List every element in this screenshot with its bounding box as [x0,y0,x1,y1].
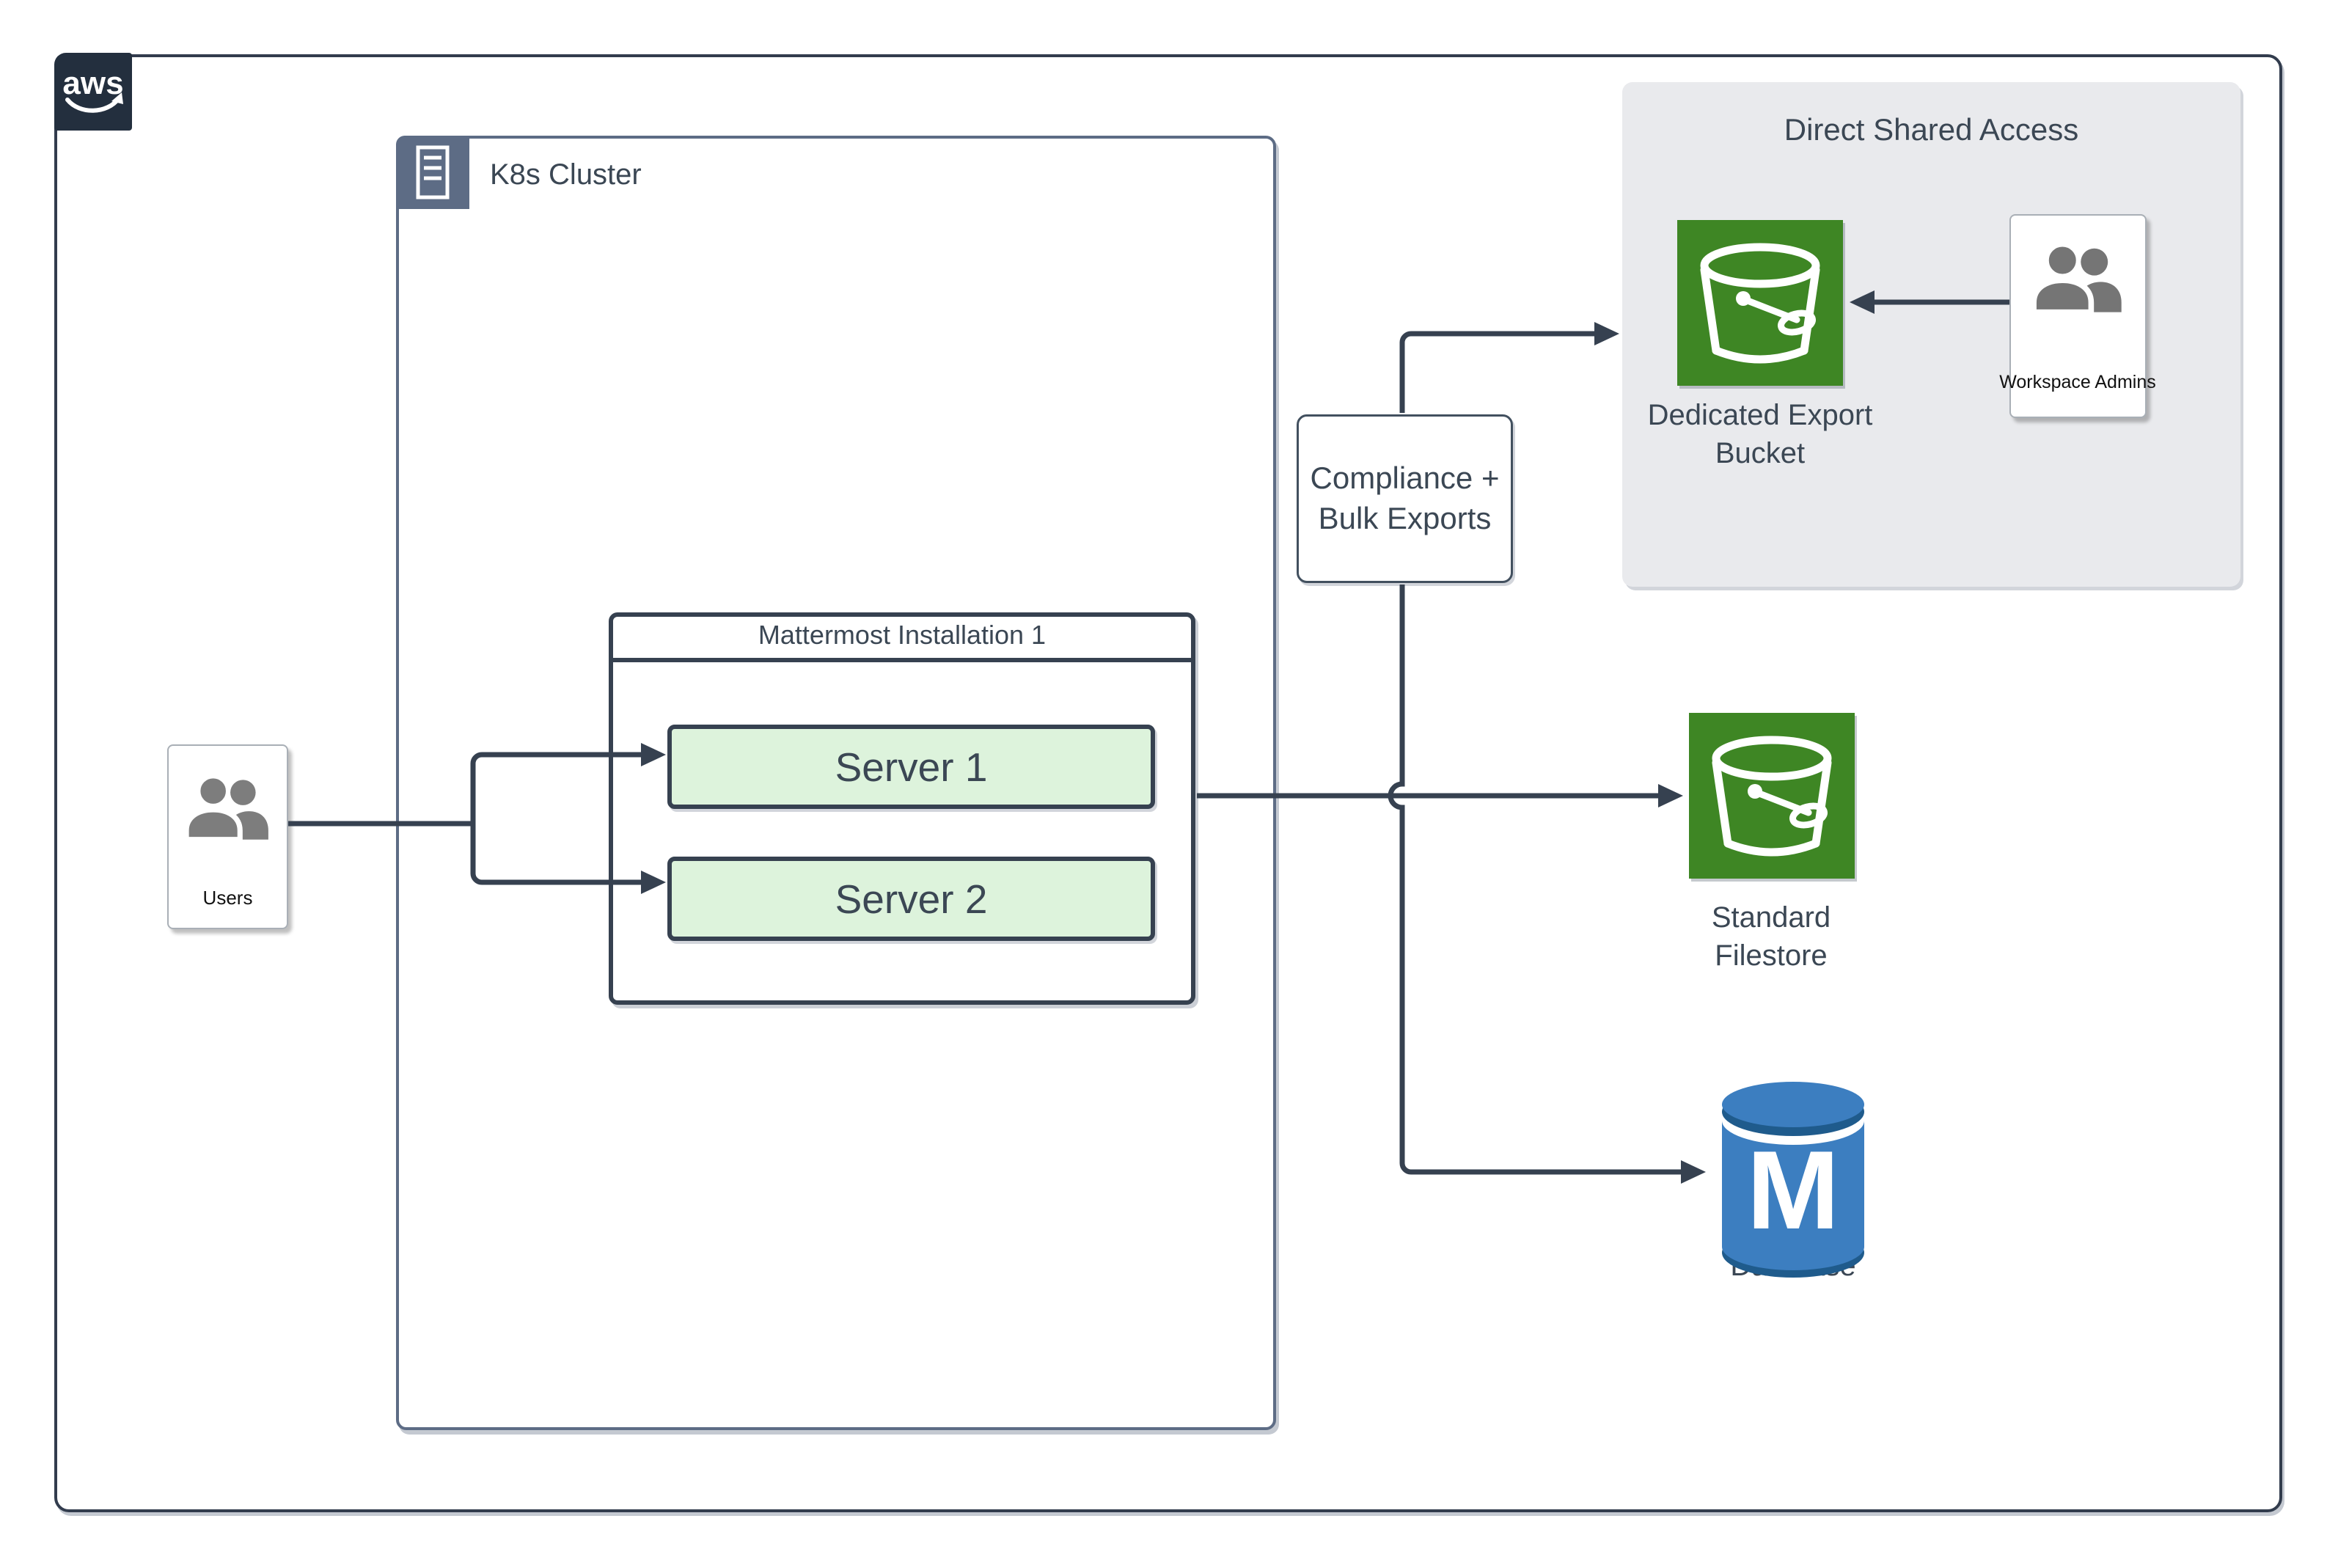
compliance-label: Compliance + Bulk Exports [1310,461,1500,535]
k8s-cluster-badge [396,136,469,209]
k8s-cluster-label: K8s Cluster [490,158,642,191]
s3-bucket-icon [1689,713,1855,879]
aws-smile-arrow [111,92,123,104]
aws-smile-logo-icon: aws [62,65,124,113]
compliance-bulk-exports-node: Compliance + Bulk Exports [1297,414,1513,583]
mattermost-installation-title: Mattermost Installation 1 [609,612,1195,662]
dedicated-export-bucket-label: Dedicated Export Bucket [1647,399,1873,469]
direct-shared-access-title: Direct Shared Access [1784,112,2079,147]
standard-filestore-label: Standard Filestore [1711,901,1831,972]
aws-smile-curve [65,96,121,113]
workspace-admins-label: Workspace Admins [1999,372,2156,392]
server-1-label: Server 1 [835,744,988,790]
people-icon [183,774,273,843]
database-cylinder-icon: M [1720,1077,1866,1281]
workspace-admins-card [2009,214,2147,418]
server-2-node: Server 2 [667,857,1155,941]
users-label: Users [202,887,253,909]
aws-wordmark: aws [62,65,123,101]
server-rack-icon [416,145,450,199]
s3-bucket-icon [1677,220,1843,386]
database-monogram: M [1747,1128,1840,1253]
server-1-node: Server 1 [667,725,1155,809]
server-2-label: Server 2 [835,876,988,922]
people-icon [2030,242,2127,315]
aws-logo: aws [54,53,132,131]
